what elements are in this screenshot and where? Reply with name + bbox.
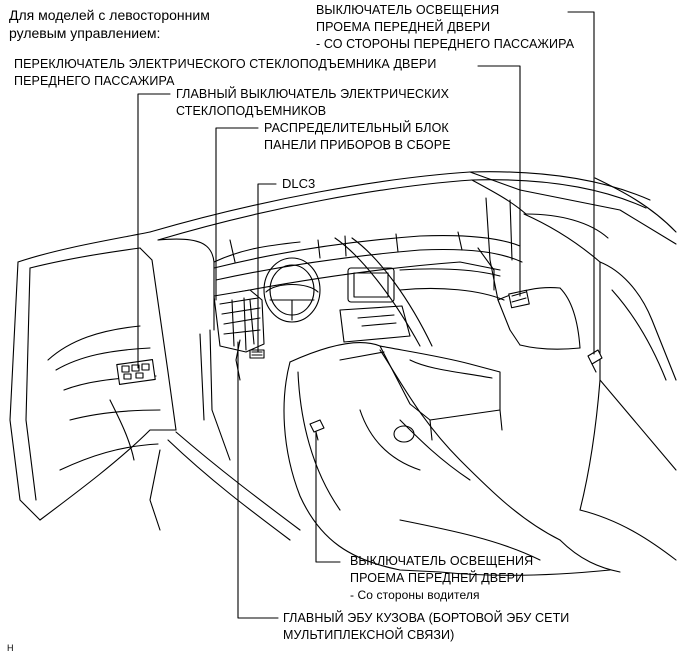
label-line: ПАНЕЛИ ПРИБОРОВ В СБОРЕ bbox=[264, 138, 451, 152]
leader-junction-block bbox=[215, 127, 259, 301]
label-line: СТЕКЛОПОДЪЕМНИКОВ bbox=[176, 104, 327, 118]
leader-pw-switch-passenger bbox=[477, 65, 521, 297]
label-line: ВЫКЛЮЧАТЕЛЬ ОСВЕЩЕНИЯ bbox=[350, 554, 534, 568]
label-line: МУЛЬТИПЛЕКСНОЙ СВЯЗИ) bbox=[283, 628, 455, 642]
label-line: ПЕРЕКЛЮЧАТЕЛЬ ЭЛЕКТРИЧЕСКОГО СТЕКЛОПОДЪЕ… bbox=[14, 57, 437, 71]
leader-door-courtesy-driver bbox=[315, 431, 341, 563]
label-power-window-switch-passenger: ПЕРЕКЛЮЧАТЕЛЬ ЭЛЕКТРИЧЕСКОГО СТЕКЛОПОДЪЕ… bbox=[14, 56, 436, 90]
label-line: - Со стороны водителя bbox=[350, 588, 480, 602]
leader-body-ecu bbox=[237, 341, 279, 619]
label-line: ГЛАВНЫЙ ЭБУ КУЗОВА (БОРТОВОЙ ЭБУ СЕТИ bbox=[283, 611, 570, 625]
title-line-1: Для моделей с левосторонним bbox=[9, 7, 210, 23]
label-door-courtesy-driver: ВЫКЛЮЧАТЕЛЬ ОСВЕЩЕНИЯ ПРОЕМА ПЕРЕДНЕЙ ДВ… bbox=[350, 553, 533, 604]
leader-dlc3 bbox=[257, 183, 277, 353]
corner-mark: H bbox=[7, 643, 14, 653]
label-line: - СО СТОРОНЫ ПЕРЕДНЕГО ПАССАЖИРА bbox=[316, 37, 575, 51]
label-line: РАСПРЕДЕЛИТЕЛЬНЫЙ БЛОК bbox=[264, 121, 449, 135]
label-instrument-panel-junction-block: РАСПРЕДЕЛИТЕЛЬНЫЙ БЛОК ПАНЕЛИ ПРИБОРОВ В… bbox=[264, 120, 451, 154]
label-line: ПРОЕМА ПЕРЕДНЕЙ ДВЕРИ bbox=[316, 20, 491, 34]
label-line: ГЛАВНЫЙ ВЫКЛЮЧАТЕЛЬ ЭЛЕКТРИЧЕСКИХ bbox=[176, 87, 450, 101]
leader-door-courtesy-passenger bbox=[567, 11, 595, 355]
label-line: ВЫКЛЮЧАТЕЛЬ ОСВЕЩЕНИЯ bbox=[316, 3, 500, 17]
label-line: ПРОЕМА ПЕРЕДНЕЙ ДВЕРИ bbox=[350, 571, 525, 585]
title-line-2: рулевым управлением: bbox=[9, 25, 161, 41]
label-line: DLC3 bbox=[282, 176, 316, 191]
label-door-courtesy-passenger: ВЫКЛЮЧАТЕЛЬ ОСВЕЩЕНИЯ ПРОЕМА ПЕРЕДНЕЙ ДВ… bbox=[316, 2, 574, 53]
leader-pw-master-switch bbox=[137, 93, 171, 369]
label-dlc3: DLC3 bbox=[282, 175, 315, 192]
diagram-title: Для моделей с левосторонним рулевым упра… bbox=[9, 6, 210, 42]
label-power-window-master-switch: ГЛАВНЫЙ ВЫКЛЮЧАТЕЛЬ ЭЛЕКТРИЧЕСКИХ СТЕКЛО… bbox=[176, 86, 449, 120]
label-main-body-ecu: ГЛАВНЫЙ ЭБУ КУЗОВА (БОРТОВОЙ ЭБУ СЕТИ МУ… bbox=[283, 610, 569, 644]
label-line: ПЕРЕДНЕГО ПАССАЖИРА bbox=[14, 74, 175, 88]
